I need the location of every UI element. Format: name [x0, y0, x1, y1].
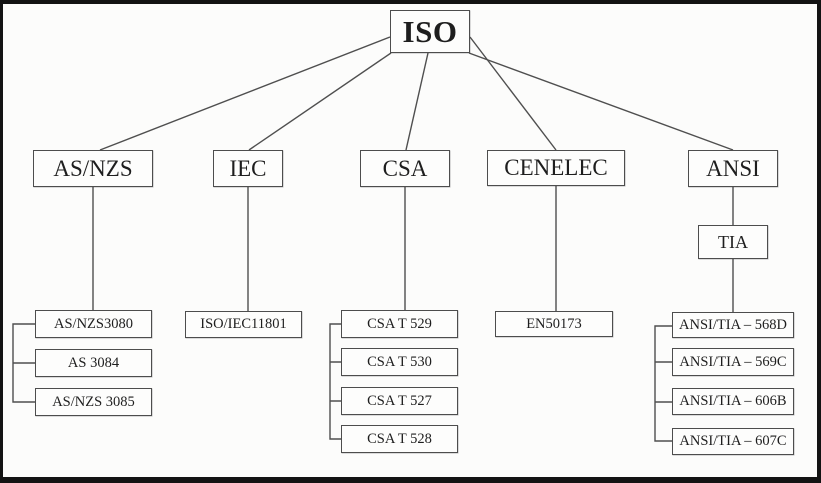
- node-as-3084: AS 3084: [35, 349, 152, 377]
- node-as-nzs-3085: AS/NZS 3085: [35, 388, 152, 416]
- bracket-asnzs-group: [12, 323, 35, 403]
- edge-iso-cenelec: [469, 36, 557, 151]
- node-csa: CSA: [360, 150, 450, 187]
- node-iso-iec11801: ISO/IEC11801: [185, 311, 302, 338]
- node-ansi-tia-607c: ANSI/TIA – 607C: [672, 428, 794, 455]
- node-ansi-tia-606b: ANSI/TIA – 606B: [672, 388, 794, 415]
- node-iso: ISO: [390, 10, 470, 53]
- edge-iso-ansi: [468, 52, 734, 151]
- node-iec: IEC: [213, 150, 283, 187]
- edge-iso-asnzs: [99, 36, 391, 151]
- node-tia: TIA: [698, 225, 768, 259]
- node-ansi-tia-568d: ANSI/TIA – 568D: [672, 312, 794, 338]
- node-as-nzs3080: AS/NZS3080: [35, 310, 152, 338]
- edge-iso-iec: [248, 52, 392, 151]
- node-csa-t-530: CSA T 530: [341, 348, 458, 376]
- node-ansi: ANSI: [688, 150, 778, 187]
- node-csa-t-529: CSA T 529: [341, 310, 458, 338]
- bracket-csa-group: [329, 323, 341, 440]
- node-as-nzs: AS/NZS: [33, 150, 153, 187]
- edge-iso-csa: [405, 52, 429, 151]
- node-en50173: EN50173: [495, 311, 613, 337]
- node-csa-t-528: CSA T 528: [341, 425, 458, 453]
- bracket-ansi-group: [654, 325, 672, 442]
- node-csa-t-527: CSA T 527: [341, 387, 458, 415]
- node-ansi-tia-569c: ANSI/TIA – 569C: [672, 348, 794, 376]
- node-cenelec: CENELEC: [487, 150, 625, 186]
